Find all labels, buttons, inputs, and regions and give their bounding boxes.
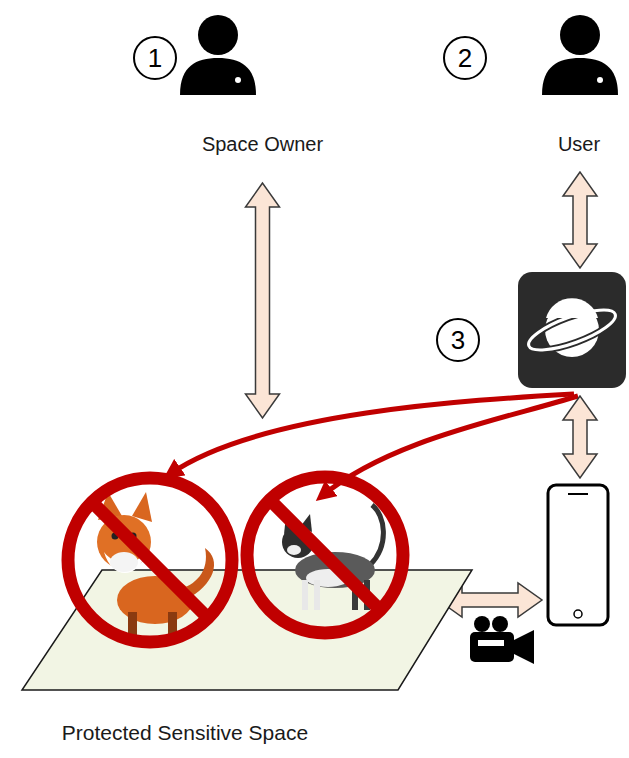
callout-number: 1 xyxy=(133,36,177,80)
double-arrow xyxy=(563,396,597,478)
person-icon xyxy=(542,15,618,95)
callout-number: 3 xyxy=(436,318,480,362)
node-label: Protected Sensitive Space xyxy=(15,720,355,745)
actor-node: User xyxy=(532,8,626,183)
space-outline xyxy=(15,418,495,755)
prohibition-sign xyxy=(68,478,232,642)
callout-number: 2 xyxy=(443,36,487,80)
space-node: Protected Sensitive Space xyxy=(15,418,495,755)
camera-icon xyxy=(470,616,534,664)
double-arrow xyxy=(246,183,280,418)
app-icon xyxy=(518,272,626,388)
floor-plane xyxy=(22,570,472,690)
node-label: User xyxy=(532,132,626,156)
double-arrow xyxy=(563,172,597,268)
person-icon xyxy=(180,15,256,95)
actor-node: Space Owner xyxy=(185,8,340,183)
phone-icon xyxy=(548,485,608,625)
node-label: Space Owner xyxy=(185,132,340,156)
prohibition-sign xyxy=(247,477,403,633)
